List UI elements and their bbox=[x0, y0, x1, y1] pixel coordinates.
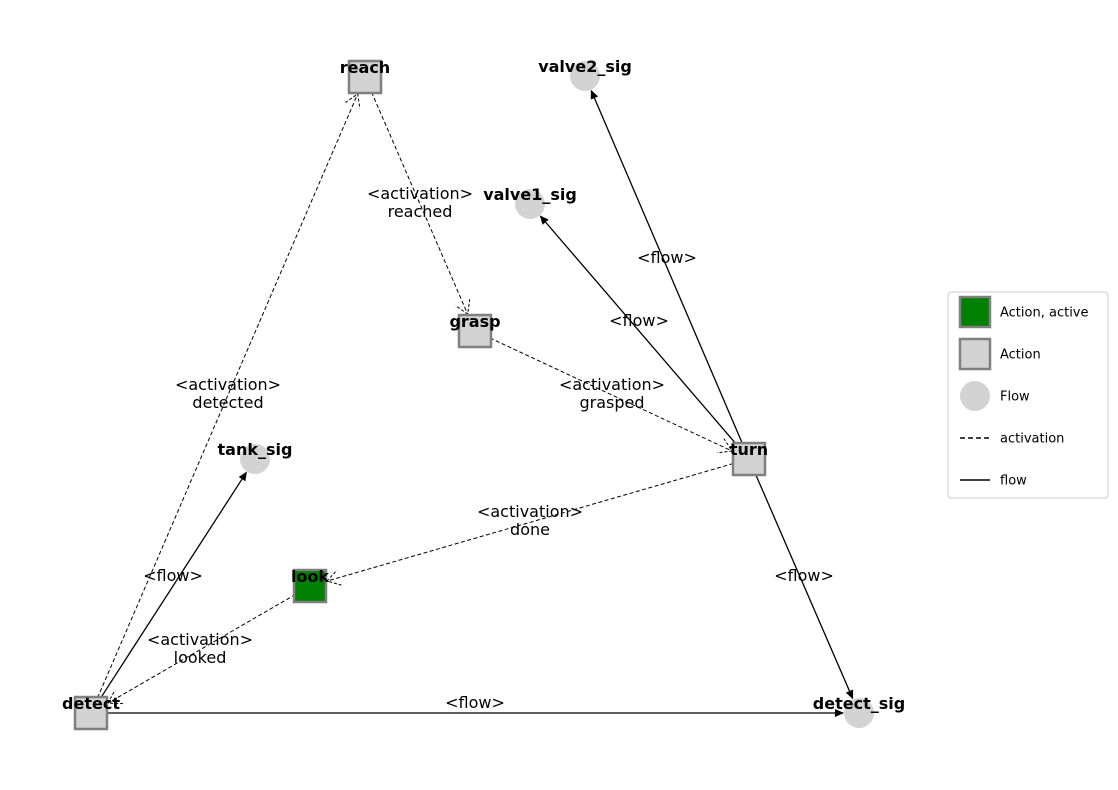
edge-label-line: <flow> bbox=[143, 566, 203, 585]
activation-edge-reach-to-grasp bbox=[365, 80, 467, 314]
node-label-look: look bbox=[291, 567, 329, 586]
legend-label: flow bbox=[1000, 474, 1027, 489]
node-label-detect: detect bbox=[62, 694, 120, 713]
edge-label-grasp-to-turn: <activation>grasped bbox=[559, 375, 665, 412]
node-label-detect_sig: detect_sig bbox=[813, 694, 905, 713]
action-node-detect bbox=[73, 695, 109, 731]
edge-label-look-to-detect: <activation>looked bbox=[147, 630, 253, 667]
edges-layer bbox=[91, 80, 854, 713]
edge-label-detect-to-detect_sig: <flow> bbox=[445, 693, 505, 712]
flow-node-detect_sig bbox=[844, 698, 874, 728]
node-label-turn: turn bbox=[730, 440, 768, 459]
edge-label-turn-to-detect_sig: <flow> bbox=[774, 566, 834, 585]
activation-edge-turn-to-look bbox=[327, 459, 746, 581]
legend-label: Action bbox=[1000, 348, 1041, 363]
edge-label-turn-to-valve2_sig: <flow> bbox=[637, 248, 697, 267]
edge-label-line: detected bbox=[192, 393, 263, 412]
edge-label-line: <activation> bbox=[367, 184, 473, 203]
legend-action-swatch bbox=[958, 337, 992, 371]
flow-edge-detect-to-tank_sig bbox=[92, 471, 247, 711]
edge-label-turn-to-valve1_sig: <flow> bbox=[609, 311, 669, 330]
edge-label-reach-to-grasp: <activation>reached bbox=[367, 184, 473, 221]
legend-label: Flow bbox=[1000, 390, 1030, 405]
flow-edge-turn-to-detect_sig bbox=[749, 461, 854, 700]
node-label-grasp: grasp bbox=[449, 312, 500, 331]
edge-label-line: <flow> bbox=[609, 311, 669, 330]
edge-label-line: done bbox=[510, 520, 550, 539]
node-label-valve2_sig: valve2_sig bbox=[538, 57, 632, 76]
legend-flow-swatch bbox=[960, 381, 990, 411]
edge-label-line: <activation> bbox=[175, 375, 281, 394]
edge-label-line: reached bbox=[388, 202, 453, 221]
flow-node-valve1_sig bbox=[515, 189, 545, 219]
edge-label-line: <flow> bbox=[637, 248, 697, 267]
action-node-turn bbox=[731, 441, 767, 477]
activation-edge-grasp-to-turn bbox=[477, 332, 732, 451]
edge-label-detect-to-tank_sig: <flow> bbox=[143, 566, 203, 585]
edge-label-detect-to-reach: <activation>detected bbox=[175, 375, 281, 412]
node-label-reach: reach bbox=[340, 58, 390, 77]
edge-label-line: <activation> bbox=[559, 375, 665, 394]
action-node-look bbox=[292, 568, 328, 604]
nodes-layer bbox=[73, 59, 874, 731]
legend-label: activation bbox=[1000, 432, 1064, 447]
edge-labels-layer: <activation>detected<activation>reached<… bbox=[143, 184, 834, 712]
action-node-grasp bbox=[457, 313, 493, 349]
edge-label-line: <activation> bbox=[477, 502, 583, 521]
edge-label-turn-to-look: <activation>done bbox=[477, 502, 583, 539]
flow-edge-turn-to-valve1_sig bbox=[539, 215, 747, 457]
node-label-tank_sig: tank_sig bbox=[218, 440, 293, 459]
legend-action-active-swatch bbox=[958, 295, 992, 329]
edge-label-line: <flow> bbox=[445, 693, 505, 712]
flow-edge-turn-to-valve2_sig bbox=[590, 89, 749, 457]
flow-node-tank_sig bbox=[240, 444, 270, 474]
flow-node-valve2_sig bbox=[570, 61, 600, 91]
edge-label-line: <activation> bbox=[147, 630, 253, 649]
node-labels-layer: reach grasp turn look detect valve2_sig valve1… bbox=[62, 57, 905, 713]
activation-edge-look-to-detect bbox=[108, 587, 308, 703]
node-label-valve1_sig: valve1_sig bbox=[483, 185, 577, 204]
activation-edge-detect-to-reach bbox=[91, 94, 357, 710]
legend-label: Action, active bbox=[1000, 306, 1089, 321]
edge-label-line: grasped bbox=[579, 393, 644, 412]
edge-label-line: <flow> bbox=[774, 566, 834, 585]
action-node-reach bbox=[347, 59, 383, 95]
edge-label-line: looked bbox=[174, 648, 227, 667]
